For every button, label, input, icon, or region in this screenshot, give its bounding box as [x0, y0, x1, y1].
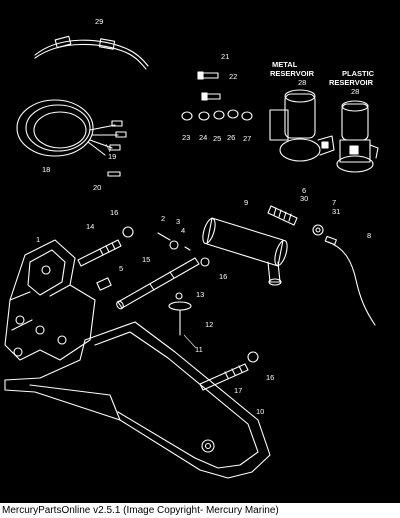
part-4-clip: [184, 246, 191, 251]
callout-12: 12: [205, 320, 213, 329]
callout-13: 13: [196, 290, 204, 299]
callout-28-metal: 28: [298, 78, 306, 87]
part-13-nut: [175, 292, 183, 300]
callout-2: 2: [161, 214, 165, 223]
callout-11: 11: [195, 345, 203, 354]
callout-20: 20: [93, 183, 101, 192]
callout-14: 14: [86, 222, 94, 231]
callout-9: 9: [244, 198, 248, 207]
part-12-anode: [168, 301, 192, 336]
part-10-swivel-bracket: [4, 321, 271, 479]
callout-4: 4: [181, 226, 185, 235]
part-16-nut-c: [247, 351, 259, 363]
callout-26: 26: [227, 133, 235, 142]
part-1-transom-bracket: [4, 239, 96, 361]
part-29-hose: [34, 35, 149, 70]
callout-22: 22: [229, 72, 237, 81]
part-28-metal-reservoir-pump: [269, 89, 335, 162]
callout-21: 21: [221, 52, 229, 61]
part-6-ram-rod: [267, 205, 298, 226]
part-8-hydraulic-hose: [324, 235, 376, 326]
callout-3: 3: [176, 217, 180, 226]
callout-16-a: 16: [110, 208, 118, 217]
callout-1: 1: [36, 235, 40, 244]
exploded-parts-diagram: 29 18 19 20 21 22 23 24 25 26 27 METAL R…: [4, 17, 379, 479]
part-16-nut-b: [200, 257, 210, 267]
part-14-shaft: [77, 239, 122, 267]
part-7-nut: [312, 224, 324, 236]
callout-16-c: 16: [266, 373, 274, 382]
part-18-wire-harness: [16, 99, 127, 157]
part-17-shaft: [199, 363, 249, 391]
part-15-pivot-rod: [116, 257, 200, 310]
callout-23: 23: [182, 133, 190, 142]
callout-17: 17: [234, 386, 242, 395]
callout-5: 5: [119, 264, 123, 273]
callout-8: 8: [367, 231, 371, 240]
callout-10: 10: [256, 407, 264, 416]
part-9-trim-cylinder: [202, 217, 288, 286]
part-20-fuse: [107, 171, 121, 177]
plastic-reservoir-heading-1: PLASTIC: [342, 69, 375, 78]
part-5-bushing: [96, 277, 112, 291]
callout-30: 30: [300, 194, 308, 203]
callout-18: 18: [42, 165, 50, 174]
callout-29: 29: [95, 17, 103, 26]
part-21-screw: [197, 71, 219, 80]
metal-reservoir-heading-2: RESERVOIR: [270, 69, 315, 78]
part-22-screw: [201, 92, 221, 101]
callout-19: 19: [108, 152, 116, 161]
callout-15: 15: [142, 255, 150, 264]
callout-28-plastic: 28: [351, 87, 359, 96]
callout-27: 27: [243, 134, 251, 143]
metal-reservoir-heading-1: METAL: [272, 60, 298, 69]
callout-7: 7: [332, 198, 336, 207]
part-28-plastic-reservoir-pump: [336, 100, 379, 173]
callout-6: 6: [302, 186, 306, 195]
part-2-pin: [157, 232, 171, 241]
callout-24: 24: [199, 133, 207, 142]
part-3-washer: [169, 240, 179, 250]
callout-16-b: 16: [219, 272, 227, 281]
part-16-nut-a: [122, 226, 134, 238]
callout-31: 31: [332, 207, 340, 216]
part-23-27-washers: [181, 109, 253, 121]
copyright-footer: MercuryPartsOnline v2.5.1 (Image Copyrig…: [0, 503, 400, 518]
plastic-reservoir-heading-2: RESERVOIR: [329, 78, 374, 87]
callout-25: 25: [213, 134, 221, 143]
